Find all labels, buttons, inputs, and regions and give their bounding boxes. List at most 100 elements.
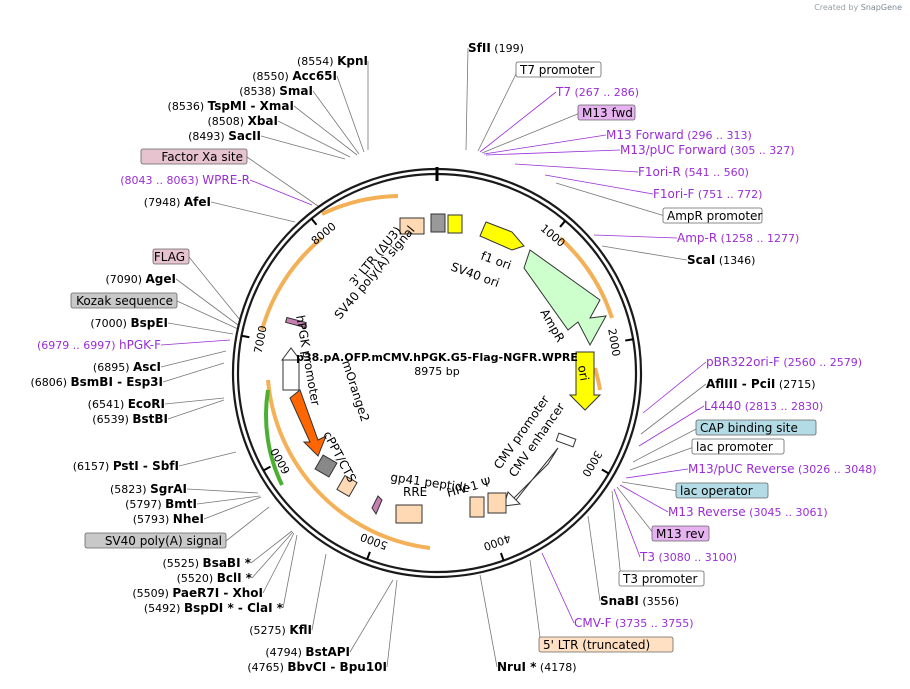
gp-gray-box (314, 454, 338, 478)
label-name: SmaI (279, 84, 313, 98)
enzyme-16[interactable]: (6541) EcoRI (88, 397, 165, 411)
label-name: M13/pUC Forward (620, 143, 727, 157)
primer-4[interactable]: M13 Forward (296 .. 313) (606, 128, 752, 142)
leader-line (164, 397, 225, 405)
label-name: XbaI (248, 114, 278, 128)
primer-5[interactable]: M13/pUC Forward (305 .. 327) (620, 143, 795, 157)
enzyme-25[interactable]: (5509) PaeR7I - XhoI (132, 586, 263, 600)
enzyme-28[interactable]: (4794) BstAPI (265, 645, 350, 659)
feature-box-8[interactable]: AmpR promoter (662, 207, 762, 224)
primer-23[interactable]: CMV-F (3735 .. 3755) (574, 616, 694, 630)
primer-9[interactable]: Amp-R (1258 .. 1277) (677, 231, 799, 245)
leader-line (587, 515, 601, 602)
enzyme-12[interactable]: (7000) BspEI (90, 316, 168, 330)
feature-box-14[interactable]: CAP binding site (695, 419, 817, 436)
label-name: AgeI (146, 272, 176, 286)
tick-label: 3000 (579, 448, 604, 479)
label-text: M13 Forward (296 .. 313) (606, 128, 752, 142)
primer-6[interactable]: F1ori-R (541 .. 560) (638, 165, 749, 179)
label-text: (5509) PaeR7I - XhoI (132, 586, 263, 600)
primer-11[interactable]: pBR322ori-F (2560 .. 2579) (706, 355, 862, 369)
enzyme-17[interactable]: (6539) BstBI (92, 412, 168, 426)
enzyme-23[interactable]: (5525) BsaBI * (162, 556, 251, 570)
label-name: SgrAI (150, 482, 187, 496)
enzyme-0[interactable]: SfII (199) (468, 41, 524, 55)
label-pos: (8538) (239, 85, 279, 98)
enzyme-1[interactable]: (8550) Acc65I (252, 69, 337, 83)
enzyme-21[interactable]: (5793) NheI (133, 512, 204, 526)
label-pos: (2560 .. 2579) (780, 356, 862, 369)
leader-line (616, 486, 655, 535)
hPGK-arrowhead (281, 347, 301, 361)
primer-13[interactable]: L4440 (2813 .. 2830) (704, 399, 823, 413)
feature-box-22[interactable]: SV40 poly(A) signal (84, 532, 227, 549)
label-name: BsaBI * (203, 556, 252, 570)
enzyme-27[interactable]: (5275) KflI (249, 623, 312, 637)
primer-20[interactable]: T3 (3080 .. 3100) (639, 550, 737, 564)
feature-box-11[interactable]: Kozak sequence (70, 292, 178, 309)
box-label: T7 promoter (519, 63, 595, 77)
enzyme-29[interactable]: (4765) BbvCI - Bpu10I (247, 660, 387, 674)
box-label: M13 rev (656, 527, 705, 541)
tick-marks (241, 217, 634, 561)
feature-box-17[interactable]: lac operator (675, 482, 769, 499)
leader-line (167, 322, 234, 335)
enzyme-5[interactable]: (8493) SacII (188, 129, 261, 143)
enzyme-19[interactable]: (5823) SgrAI (110, 482, 187, 496)
enzyme-25[interactable]: NruI * (4178) (497, 660, 577, 674)
enzyme-20[interactable]: (5797) BmtI (125, 497, 197, 511)
label-name: SfII (468, 41, 491, 55)
label-text: F1ori-F (751 .. 772) (653, 187, 762, 201)
enzyme-3[interactable]: (8536) TspMI - XmaI (168, 99, 294, 113)
enzyme-24[interactable]: (5520) BclI * (177, 571, 253, 585)
label-text: (6895) AscI (93, 360, 161, 374)
enzyme-26[interactable]: (5492) BspDI * - ClaI * (144, 601, 284, 615)
enzyme-10[interactable]: ScaI (1346) (687, 253, 755, 267)
enzyme-18[interactable]: (6157) PstI - SbfI (73, 459, 179, 473)
label-text: (8550) Acc65I (252, 69, 337, 83)
enzyme-12[interactable]: AflIII - PciI (2715) (706, 377, 815, 391)
feature-box-1[interactable]: T7 promoter (515, 61, 602, 78)
label-text: (7000) BspEI (90, 316, 168, 330)
label-pos: (5793) (133, 513, 173, 526)
label-text: T3 (3080 .. 3100) (639, 550, 737, 564)
label-name: NheI (173, 512, 204, 526)
enzyme-2[interactable]: (8538) SmaI (239, 84, 313, 98)
primer-13[interactable]: (6979 .. 6997) hPGK-F (37, 338, 161, 352)
enzyme-4[interactable]: (8508) XbaI (208, 114, 278, 128)
label-name: CMV-F (574, 616, 612, 630)
primer-16[interactable]: M13/pUC Reverse (3026 .. 3048) (688, 462, 877, 476)
label-pos: (6895) (93, 361, 133, 374)
feature-box-21[interactable]: T3 promoter (618, 570, 705, 587)
label-text: SfII (199) (468, 41, 524, 55)
label-text: Amp-R (1258 .. 1277) (677, 231, 799, 245)
label-pos: (6539) (92, 413, 132, 426)
leader-line (601, 245, 688, 261)
HIV-1-psi-box (469, 496, 485, 518)
feature-box-9[interactable]: FLAG (152, 248, 190, 265)
enzyme-0[interactable]: (8554) KpnI (297, 54, 368, 68)
feature-box-3[interactable]: M13 fwd (577, 104, 636, 121)
feature-box-6[interactable]: Factor Xa site (140, 148, 248, 165)
enzyme-22[interactable]: SnaBI (3556) (600, 594, 679, 608)
box-label: CAP binding site (700, 421, 798, 435)
feature-box-19[interactable]: M13 rev (651, 525, 710, 542)
primer-7[interactable]: (8043 .. 8063) WPRE-R (120, 173, 250, 187)
enzyme-8[interactable]: (7948) AfeI (144, 195, 211, 209)
box-bg (538, 636, 674, 653)
feature-box-15[interactable]: lac promoter (691, 438, 785, 455)
leader-line (260, 135, 346, 160)
label-name: M13 Reverse (668, 505, 746, 519)
feature-glyphs (281, 213, 607, 524)
label-pos: (2715) (775, 378, 815, 391)
primer-2[interactable]: T7 (267 .. 286) (555, 85, 639, 99)
label-text: (6806) BsmBI - Esp3I (30, 375, 163, 389)
enzyme-15[interactable]: (6806) BsmBI - Esp3I (30, 375, 163, 389)
enzyme-14[interactable]: (6895) AscI (93, 360, 161, 374)
feature-box-24[interactable]: 5' LTR (truncated) (538, 636, 674, 653)
box-label: AmpR promoter (667, 209, 762, 223)
enzyme-10[interactable]: (7090) AgeI (105, 272, 176, 286)
primer-18[interactable]: M13 Reverse (3045 .. 3061) (668, 505, 828, 519)
primer-7[interactable]: F1ori-F (751 .. 772) (653, 187, 762, 201)
